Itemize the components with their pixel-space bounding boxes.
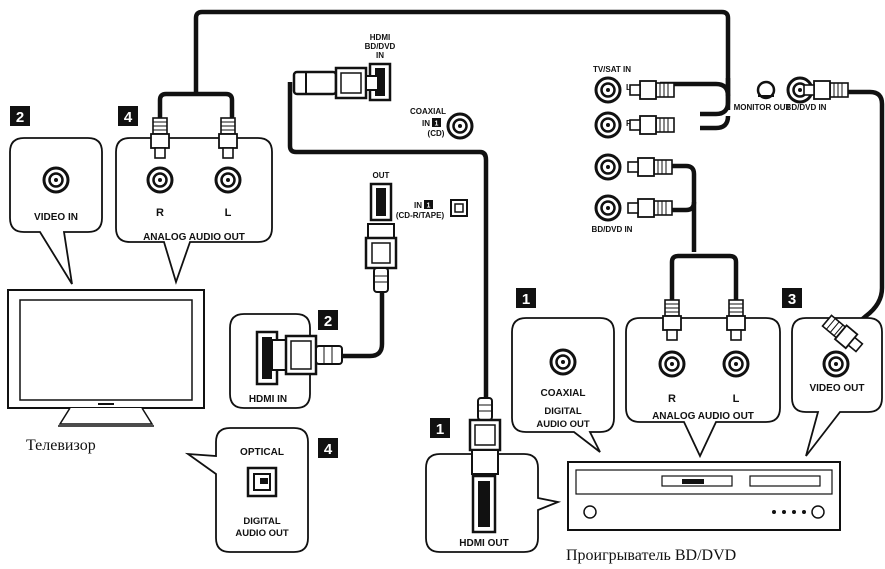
badge-1-player-hdmi: 1 (430, 418, 450, 438)
player-label: Проигрыватель BD/DVD (566, 547, 736, 564)
callout-tv-hdmi-in: HDMI IN (229, 313, 343, 409)
tv-analog-r: R (156, 207, 164, 219)
receiver-tvsat-jack-l (594, 76, 622, 104)
callout-player-hdmi-out: HDMI OUT (425, 397, 562, 553)
badge-4-tv-analog: 4 (118, 106, 138, 126)
receiver-hdmi-label: HDMI (370, 33, 390, 42)
cable-analog-tv (157, 9, 731, 131)
tv-hdmi-in-label: HDMI IN (249, 394, 287, 405)
receiver-tvsat-label: TV/SAT IN (593, 65, 631, 74)
badge-2-tv-video: 2 (10, 106, 30, 126)
receiver-coaxial-in: IN (422, 119, 430, 128)
callout-player-coaxial: COAXIAL DIGITAL AUDIO OUT (511, 317, 615, 453)
svg-text:3: 3 (788, 291, 796, 308)
tv-optical-audio-out: AUDIO OUT (235, 528, 289, 539)
receiver-optical-in-num: 1 (427, 203, 431, 210)
receiver-bddvd-jack-l (594, 153, 622, 181)
svg-text:1: 1 (522, 291, 530, 308)
cable-hdmi-1 (287, 82, 489, 400)
player-coaxial-digital: DIGITAL (544, 406, 581, 417)
player-hdmi-out-label: HDMI OUT (459, 538, 508, 549)
callout-player-analog-audio-out: R L ANALOG AUDIO OUT (625, 299, 781, 459)
svg-text:1: 1 (436, 421, 444, 438)
receiver-monitor-out: MONITOR OUT (734, 103, 791, 112)
receiver-hdmi-sub: BD/DVD (365, 42, 396, 51)
tv-optical-digital: DIGITAL (243, 516, 280, 527)
receiver-bddvd-jack-r (594, 194, 622, 222)
callout-tv-analog-audio-out: R L ANALOG AUDIO OUT (115, 117, 273, 285)
svg-text:4: 4 (324, 441, 333, 458)
receiver-bddvd-in: BD/DVD IN (786, 103, 827, 112)
player-coaxial-label: COAXIAL (541, 388, 586, 399)
tv-analog-l: L (225, 207, 232, 219)
receiver-tvsat-jack-r (594, 111, 622, 139)
receiver-hdmi-sub2: IN (376, 51, 384, 60)
tv-label: Телевизор (26, 437, 96, 454)
tv-device: Телевизор (7, 289, 205, 454)
badge-4-tv-optical: 4 (318, 438, 338, 458)
tv-optical-label: OPTICAL (240, 447, 284, 458)
rca-plug-video (821, 314, 864, 353)
callout-tv-video-in: VIDEO IN (9, 137, 103, 285)
receiver-coaxial-in-num: 1 (435, 121, 439, 128)
svg-text:2: 2 (324, 313, 332, 330)
receiver-coaxial-jack (446, 112, 474, 140)
player-device: Проигрыватель BD/DVD (566, 461, 841, 564)
receiver-coaxial-label: COAXIAL (410, 107, 446, 116)
badge-2-tv-hdmi: 2 (318, 310, 338, 330)
receiver-monitor-out-jack (756, 80, 776, 100)
player-analog-l: L (733, 393, 740, 405)
receiver-panel: HDMI BD/DVD IN COAXIAL IN 1 (CD) OUT IN … (292, 33, 849, 293)
tv-analog-audio-out-label: ANALOG AUDIO OUT (143, 232, 245, 243)
receiver-tvsat-l: L (626, 83, 631, 92)
badge-1-player-coaxial: 1 (516, 288, 536, 308)
hdmi-plug-receiver-out (364, 223, 398, 293)
hdmi-plug-player (468, 397, 502, 475)
hdmi-plug-receiver-in (292, 66, 379, 100)
player-video-out-label: VIDEO OUT (809, 383, 864, 394)
receiver-tvsat-r: R (626, 119, 632, 128)
callout-tv-optical: OPTICAL DIGITAL AUDIO OUT (184, 427, 309, 553)
cable-analog-player (660, 163, 739, 300)
receiver-optical-cd: (CD-R/TAPE) (396, 211, 445, 220)
svg-text:4: 4 (124, 109, 133, 126)
hdmi-plug-tv (271, 334, 343, 376)
cable-video (840, 89, 885, 332)
player-analog-r: R (668, 393, 676, 405)
receiver-coaxial-cd: (CD) (428, 129, 445, 138)
player-analog-audio-out-label: ANALOG AUDIO OUT (652, 411, 754, 422)
receiver-optical-in: IN (414, 201, 422, 210)
cable-hdmi-2 (340, 292, 385, 359)
tv-video-in-label: VIDEO IN (34, 212, 78, 223)
receiver-hdmi-out-label: OUT (373, 171, 390, 180)
receiver-bddvd-in2: BD/DVD IN (592, 225, 633, 234)
badge-3-player-video: 3 (782, 288, 802, 308)
callout-player-video-out: VIDEO OUT (791, 314, 883, 457)
svg-text:2: 2 (16, 109, 24, 126)
player-coaxial-audio-out: AUDIO OUT (536, 419, 590, 430)
